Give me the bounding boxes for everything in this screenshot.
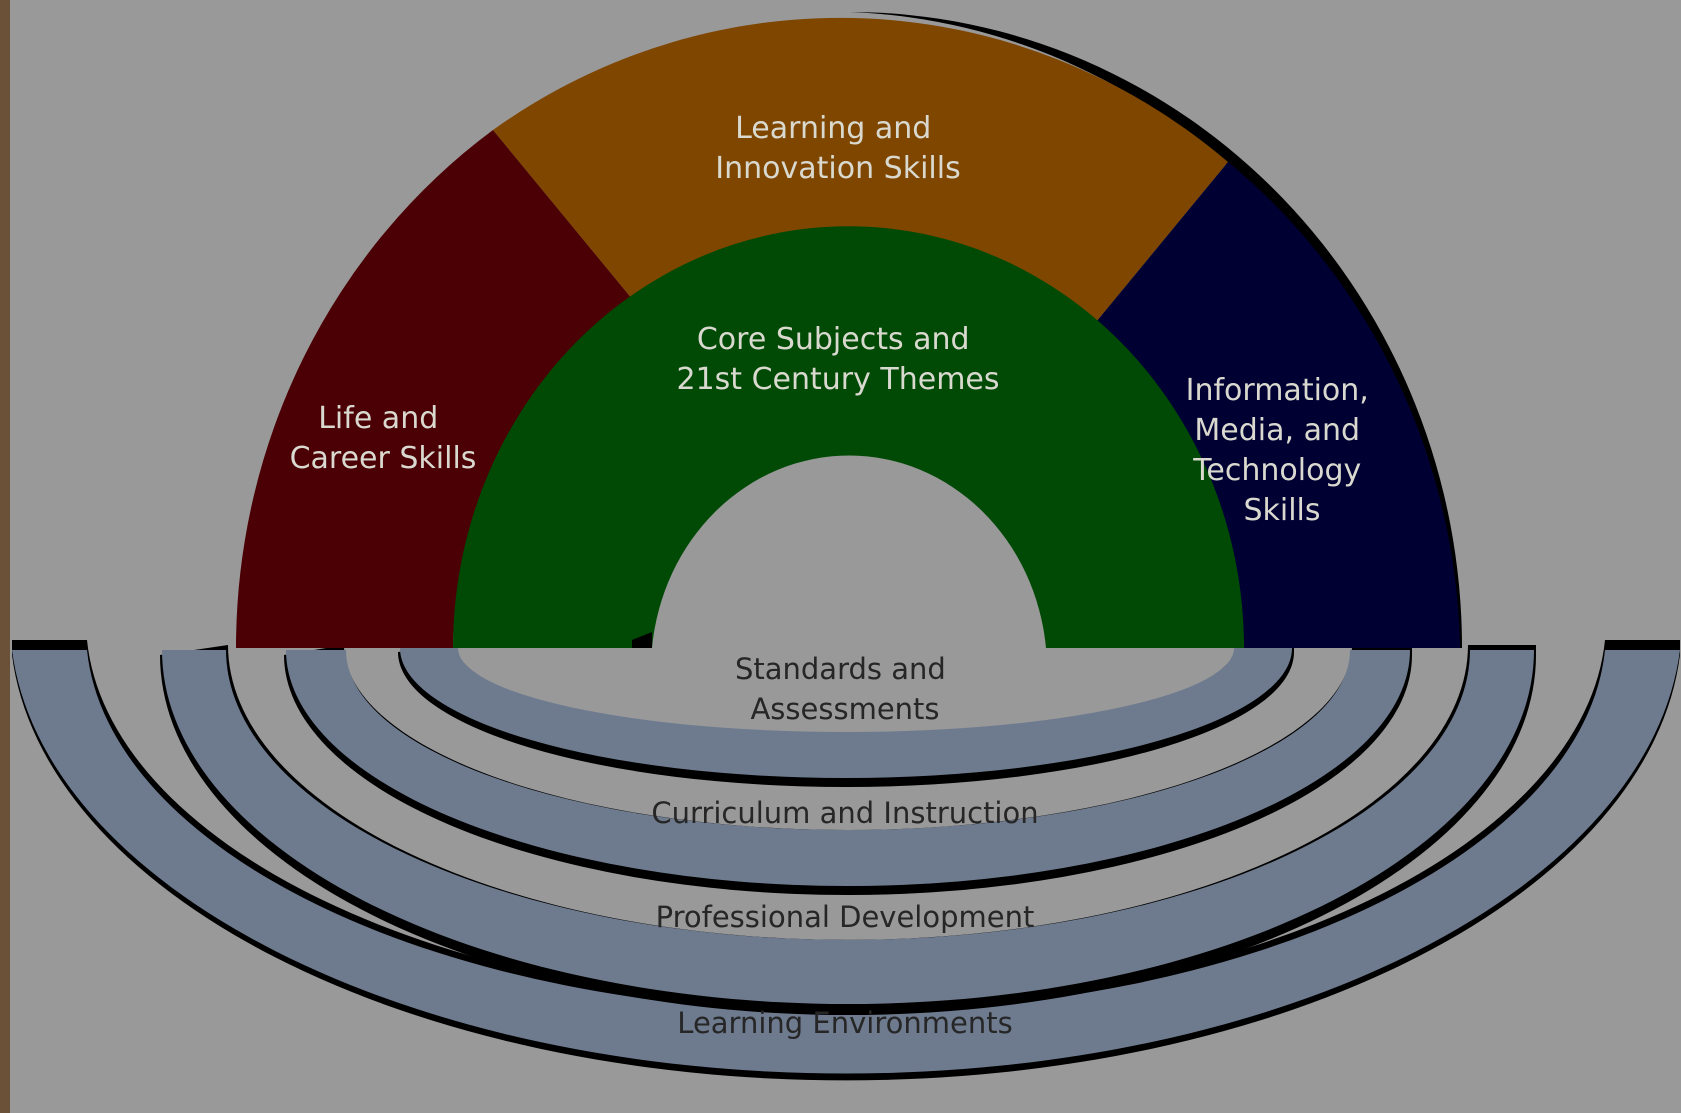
label-life-career: Life and Career Skills xyxy=(290,401,477,476)
label-curriculum-instruction: Curriculum and Instruction xyxy=(651,796,1038,830)
label-info-media-tech: Information, Media, and Technology Skill… xyxy=(1186,373,1379,528)
label-professional-development: Professional Development xyxy=(656,900,1035,934)
ring-standards xyxy=(400,648,1292,778)
inner-arch-shadow-base xyxy=(632,632,652,648)
segment-learning-innovation xyxy=(493,17,1228,334)
label-standards-assessments: Standards and Assessments xyxy=(735,652,955,726)
label-core-subjects: Core Subjects and 21st Century Themes xyxy=(676,322,999,397)
support-rings xyxy=(12,640,1680,1081)
core-subjects-arch xyxy=(453,226,1244,648)
photo-edge-strip xyxy=(0,0,10,1113)
ring-learning-environments xyxy=(12,650,1680,1074)
label-learning-innovation: Learning and Innovation Skills xyxy=(715,111,960,186)
outer-rainbow-band xyxy=(236,12,1462,648)
segment-core-subjects xyxy=(453,226,1244,648)
label-learning-environments: Learning Environments xyxy=(677,1006,1012,1040)
segment-life-career xyxy=(236,130,633,648)
segment-info-media-tech xyxy=(1087,162,1460,648)
ring-professional-development xyxy=(162,650,1534,1004)
ring-curriculum xyxy=(286,650,1410,886)
